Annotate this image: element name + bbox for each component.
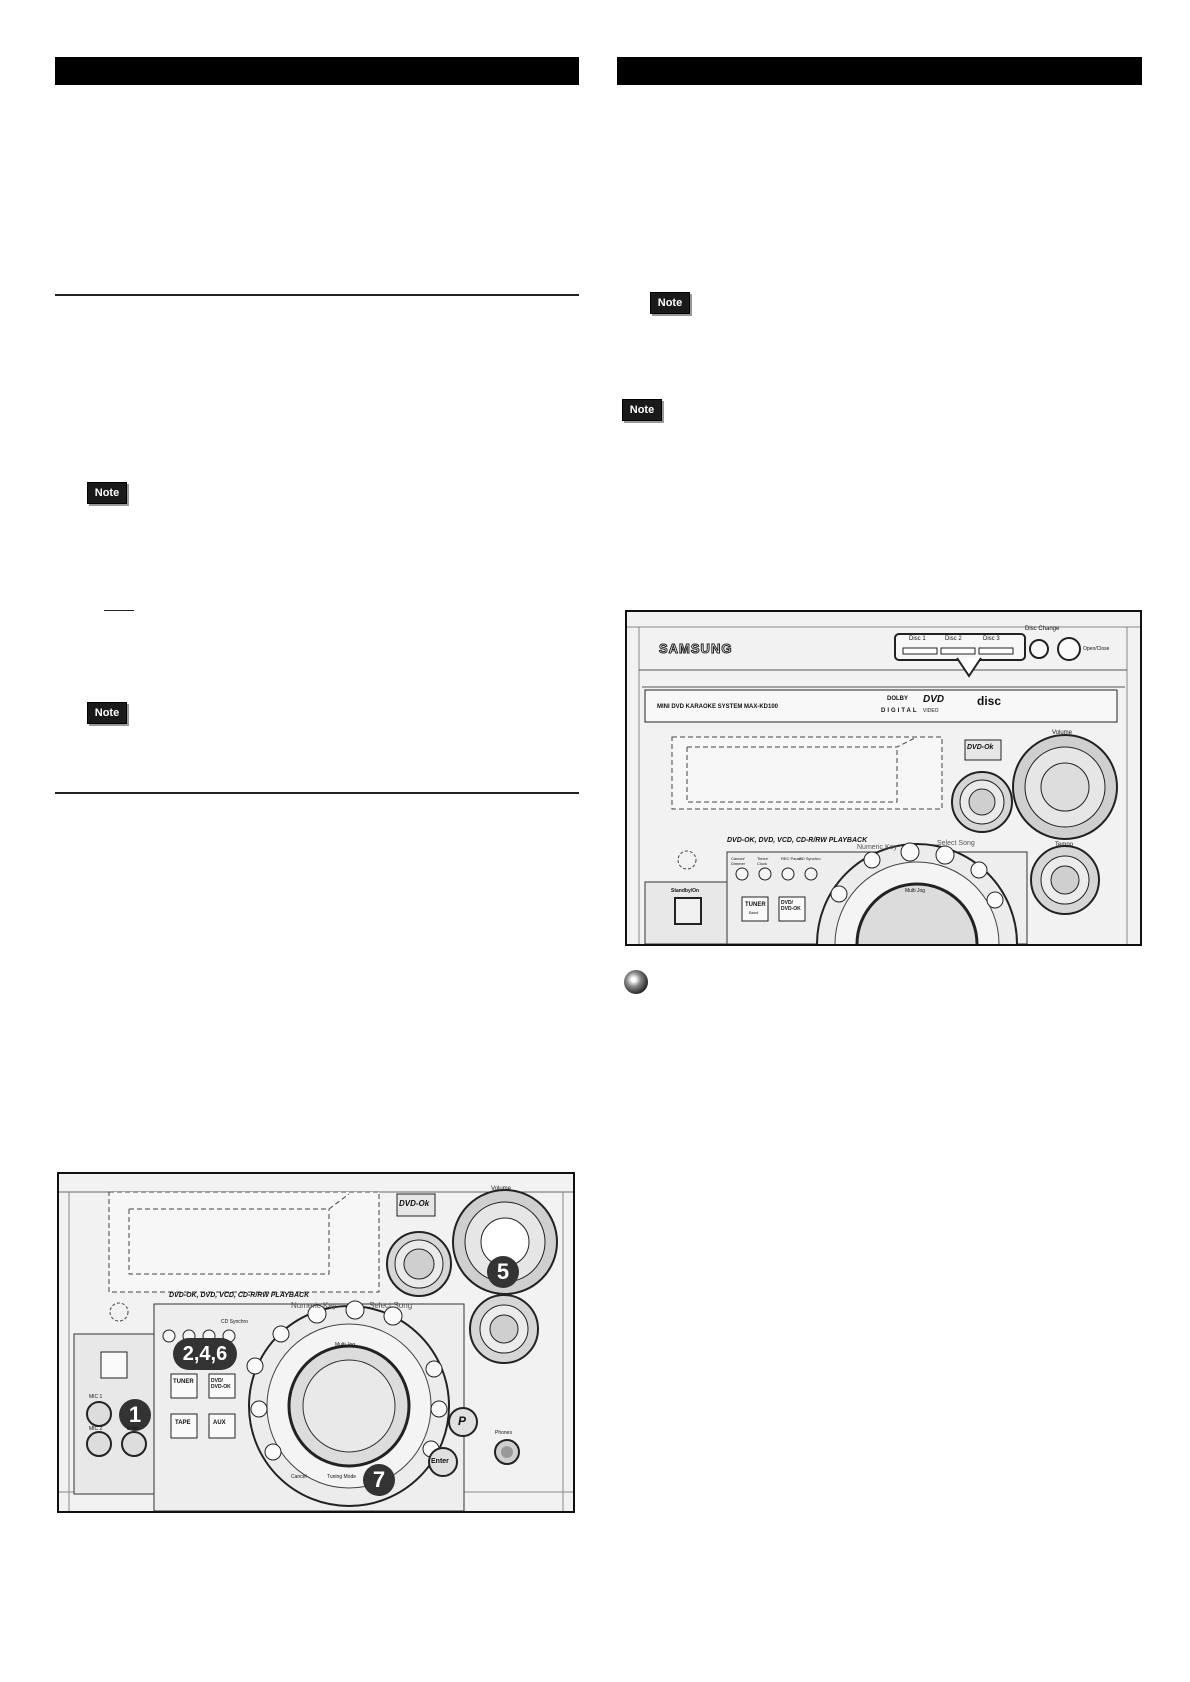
phones-label: Phones: [495, 1430, 512, 1436]
dvd-ok-button[interactable]: DVD/ DVD-OK: [781, 900, 801, 912]
timer-clock-label: Timer/ Clock: [757, 856, 769, 866]
samsung-logo: SAMSUNG: [658, 641, 733, 657]
note-badge-left-1: Note: [87, 482, 127, 504]
tempo-label: Tempo: [1055, 842, 1074, 848]
note-badge-right-1: Note: [650, 292, 690, 314]
enter-button[interactable]: Enter: [431, 1458, 449, 1465]
left-section-header-bar: [55, 57, 579, 85]
front-panel-illustration-left: [59, 1174, 573, 1511]
multi-jog-label: Multi Jog: [905, 888, 926, 894]
dvd-ok-logo: DVD-Ok: [399, 1199, 430, 1208]
mic2-label: MIC 2: [89, 1426, 103, 1432]
rec-pause-label: REC Pause: [781, 856, 802, 861]
callout-1: 1: [119, 1399, 151, 1431]
callout-7: 7: [363, 1464, 395, 1496]
dolby-logo: DOLBY: [887, 696, 908, 702]
left-section-divider-2: [55, 792, 579, 794]
disc-1-button[interactable]: Disc 1: [909, 636, 926, 642]
select-song-label: Select Song: [937, 840, 975, 847]
dvd-ok-logo: DVD-Ok: [967, 744, 994, 751]
disc-change-label: Disc Change: [1025, 626, 1060, 632]
tuner-button[interactable]: TUNER: [173, 1379, 194, 1385]
model-line: MINI DVD KARAOKE SYSTEM MAX-KD100: [657, 704, 779, 710]
volume-label: Volume: [1052, 730, 1073, 736]
cd-synchro-label: CD Synchro: [221, 1319, 248, 1325]
callout-5: 5: [487, 1256, 519, 1288]
multi-jog-label: Multi Jog: [335, 1342, 356, 1348]
tuner-button[interactable]: TUNER: [745, 902, 766, 908]
left-section-divider-1: [55, 294, 579, 296]
right-section-header-bar: [617, 57, 1142, 85]
aux-button[interactable]: AUX: [213, 1420, 226, 1426]
note-badge-right-2: Note: [622, 399, 662, 421]
playback-label: DVD-OK, DVD, VCD, CD-R/RW PLAYBACK: [727, 837, 868, 844]
mic1-label: MIC 1: [89, 1394, 103, 1400]
playback-label: DVD-OK, DVD, VCD, CD-R/RW PLAYBACK: [169, 1292, 310, 1299]
tape-button[interactable]: TAPE: [175, 1420, 191, 1426]
note-badge-left-2: Note: [87, 702, 127, 724]
cancel-dimmer-label: Cancel/ Dimmer: [731, 856, 745, 866]
echo-label: Echo: [127, 1426, 139, 1432]
numeric-key-label: Numeric Key: [291, 1301, 337, 1310]
disc-2-button[interactable]: Disc 2: [945, 636, 962, 642]
numeric-key-label: Numeric Key: [857, 844, 898, 851]
cancel-label: Cancel: [291, 1474, 307, 1480]
dvd-button[interactable]: DVD/ DVD-OK: [211, 1378, 231, 1390]
front-panel-figure-right: SAMSUNG Disc 1 Disc 2 Disc 3 Disc Change…: [625, 610, 1142, 946]
front-panel-figure-left: 5 2,4,6 1 7 DVD-Ok Volume DVD-OK, DVD, V…: [57, 1172, 575, 1513]
left-short-underline: [104, 610, 134, 611]
digital-logo: DIGITAL: [881, 708, 919, 714]
disc-3-button[interactable]: Disc 3: [983, 636, 1000, 642]
standby-label: Standby/On: [671, 888, 700, 894]
compact-disc-logo: disc: [977, 694, 1002, 708]
tuning-mode-label: Tuning Mode: [327, 1474, 356, 1480]
front-panel-illustration-right: [627, 612, 1140, 944]
volume-label: Volume: [491, 1186, 512, 1192]
p-button[interactable]: P: [458, 1414, 467, 1428]
dvd-video-logo: DVD: [923, 694, 945, 705]
round-bullet-icon: [624, 970, 648, 994]
callout-2-4-6: 2,4,6: [173, 1338, 237, 1370]
select-song-label: Select Song: [369, 1301, 413, 1310]
video-text: VIDEO: [923, 708, 939, 714]
cd-synchro-label: CD Synchro: [799, 856, 821, 861]
tuner-band-label: Band: [749, 910, 759, 915]
open-close-label: Open/Close: [1083, 646, 1110, 652]
